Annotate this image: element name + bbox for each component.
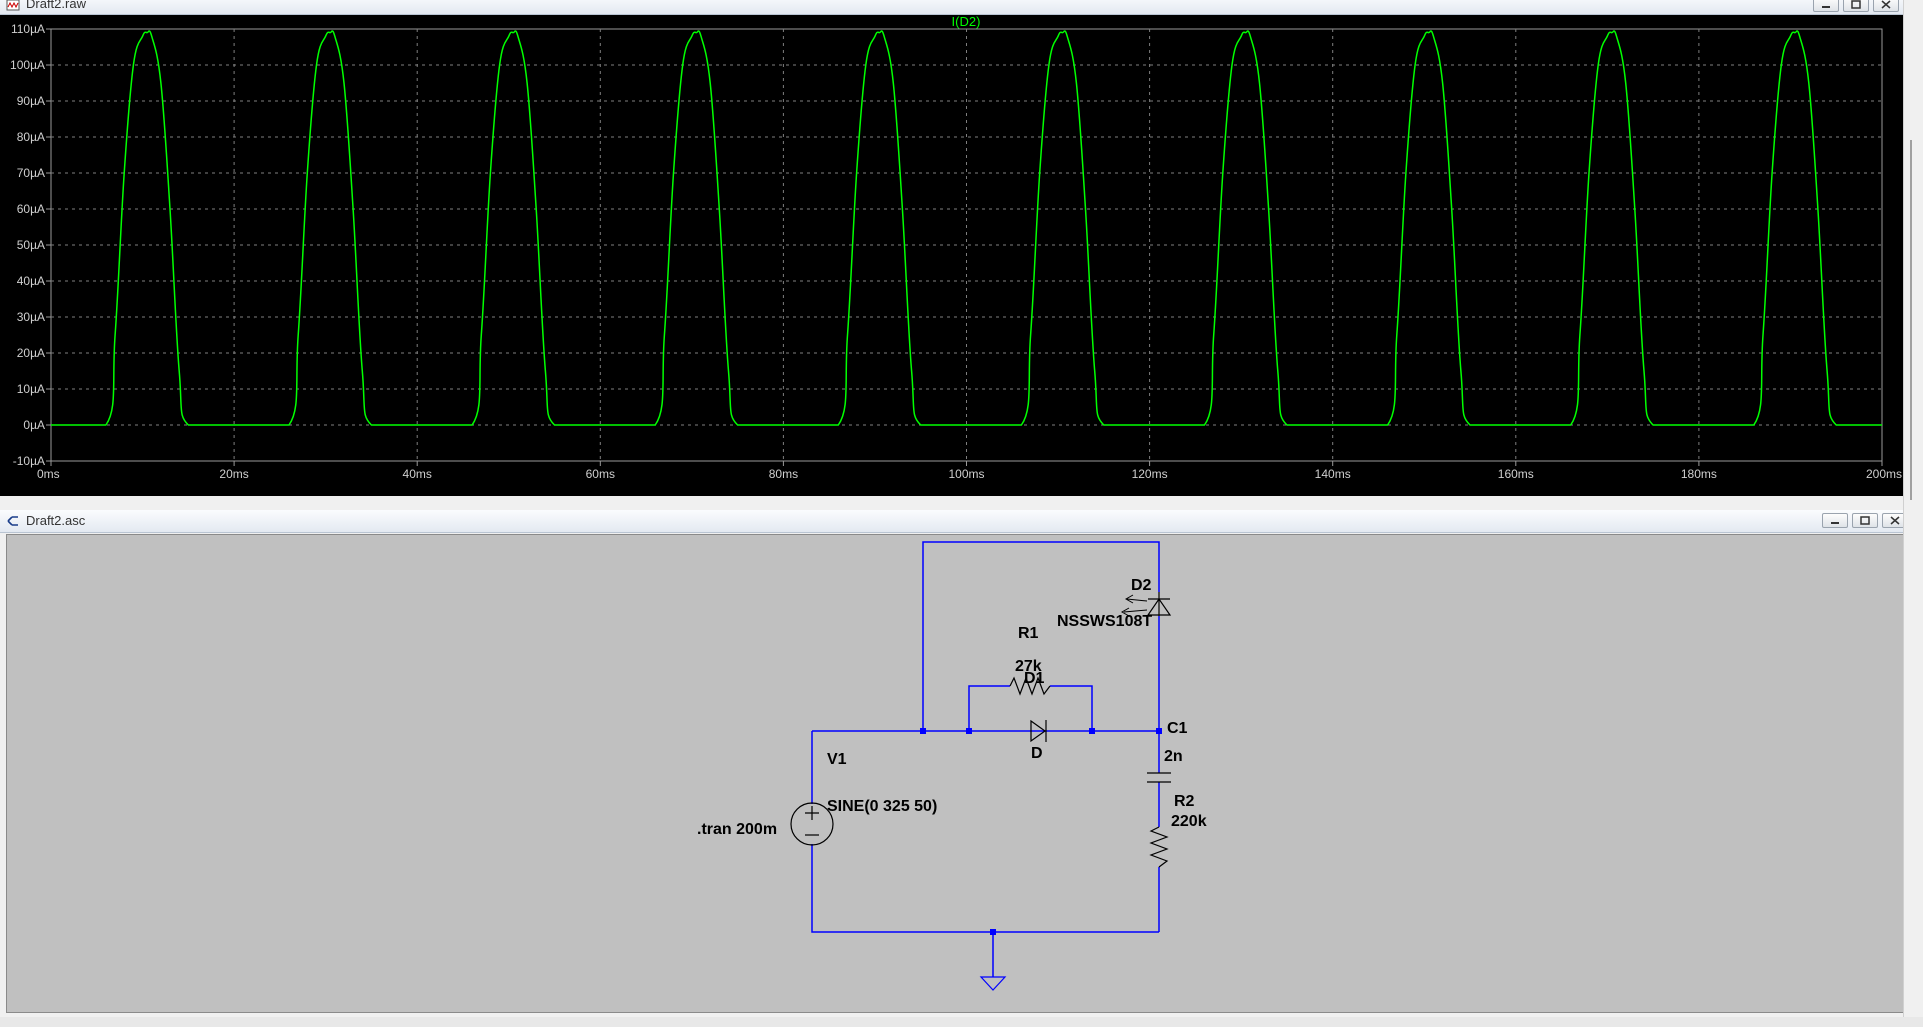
x-tick-label: 140ms — [1315, 467, 1351, 481]
junction-dot — [1156, 728, 1162, 734]
minimize-icon — [1822, 6, 1830, 8]
main-frame-bottom-edge — [0, 1017, 1923, 1027]
d1-name-label[interactable]: D1 — [1024, 670, 1045, 687]
close-button[interactable] — [1882, 513, 1908, 528]
c1-capacitor-symbol[interactable] — [1147, 772, 1171, 783]
schematic-window-title: Draft2.asc — [26, 513, 86, 528]
r1-name-label[interactable]: R1 — [1018, 625, 1039, 642]
r2-resistor-symbol[interactable] — [1149, 826, 1169, 868]
waveform-plot[interactable]: 110µA 100µA 90µA 80µA 70µA 60µA 50µA 40µA 30µA 20… — [0, 14, 1903, 496]
v1-source-symbol[interactable] — [790, 802, 834, 846]
junctions — [920, 728, 1162, 935]
restore-icon — [1851, 0, 1861, 9]
close-button[interactable] — [1873, 0, 1899, 12]
c1-name-label[interactable]: C1 — [1167, 720, 1188, 737]
x-axis-ticks: 0ms 20ms 40ms 60ms 80ms 100ms 120ms 140ms 160ms 1… — [37, 461, 1902, 481]
plot-grid — [51, 29, 1882, 461]
tran-directive[interactable]: .tran 200m — [697, 821, 778, 838]
y-tick-label: 60µA — [17, 202, 45, 216]
trace-label[interactable]: I(D2) — [952, 14, 981, 29]
wires — [811, 541, 1160, 977]
x-tick-label: 180ms — [1681, 467, 1717, 481]
minimize-button[interactable] — [1822, 513, 1848, 528]
minimize-icon — [1831, 522, 1839, 524]
d2-diode-symbol[interactable] — [1120, 592, 1172, 617]
x-tick-label: 20ms — [219, 467, 248, 481]
junction-dot — [990, 929, 996, 935]
x-tick-label: 40ms — [403, 467, 432, 481]
splitter-grip[interactable] — [1910, 140, 1912, 500]
schematic-drawing[interactable] — [7, 535, 1904, 1012]
x-tick-label: 120ms — [1132, 467, 1168, 481]
trace-i-d2 — [50, 30, 1882, 426]
y-tick-label: -10µA — [13, 454, 45, 468]
y-tick-label: 50µA — [17, 238, 45, 252]
y-tick-label: 30µA — [17, 310, 45, 324]
close-icon — [1890, 516, 1900, 525]
waveform-window-title: Draft2.raw — [26, 0, 86, 11]
main-frame-right-edge — [1903, 0, 1923, 1027]
x-tick-label: 100ms — [948, 467, 984, 481]
x-tick-label: 160ms — [1498, 467, 1534, 481]
restore-button[interactable] — [1852, 513, 1878, 528]
ground-symbol[interactable] — [979, 976, 1007, 991]
y-tick-label: 10µA — [17, 382, 45, 396]
y-tick-label: 90µA — [17, 94, 45, 108]
x-tick-label: 0ms — [37, 467, 60, 481]
schematic-canvas[interactable]: D2 NSSWS108T R1 27k D1 D C1 2n R2 220k V… — [6, 534, 1905, 1013]
v1-name-label[interactable]: V1 — [827, 751, 847, 768]
y-tick-label: 110µA — [11, 22, 45, 36]
close-icon — [1881, 0, 1891, 9]
y-tick-label: 0µA — [23, 418, 45, 432]
d2-name-label[interactable]: D2 — [1131, 577, 1152, 594]
r1-value-label[interactable]: 27k — [1015, 658, 1042, 675]
r2-value-label[interactable]: 220k — [1171, 813, 1207, 830]
waveform-titlebar[interactable]: Draft2.raw — [0, 0, 1903, 15]
y-tick-label: 40µA — [17, 274, 45, 288]
d2-value-label[interactable]: NSSWS108T — [1057, 613, 1153, 630]
x-tick-label: 60ms — [586, 467, 615, 481]
wire-bottom[interactable] — [811, 844, 1159, 933]
schematic-titlebar[interactable]: Draft2.asc — [0, 510, 1912, 533]
wire-r1-right[interactable] — [1050, 685, 1093, 731]
wire-r1-left[interactable] — [968, 685, 1010, 731]
components — [790, 592, 1172, 991]
y-tick-label: 100µA — [10, 58, 45, 72]
schematic-window[interactable]: Draft2.asc — [0, 510, 1912, 1017]
d1-diode-symbol[interactable] — [1030, 719, 1047, 743]
waveform-document-icon — [6, 0, 20, 11]
y-axis-ticks: 110µA 100µA 90µA 80µA 70µA 60µA 50µA 40µA 30µA 20… — [10, 22, 51, 468]
y-tick-label: 20µA — [17, 346, 45, 360]
restore-icon — [1860, 516, 1870, 525]
schematic-document-icon — [7, 516, 18, 526]
v1-value-label[interactable]: SINE(0 325 50) — [827, 798, 938, 815]
x-tick-label: 200ms — [1866, 467, 1902, 481]
r1-resistor-symbol[interactable] — [1009, 676, 1051, 696]
waveform-window[interactable]: Draft2.raw 110µA 100µA 90µA 80µA 70µA 60µA 50µ… — [0, 0, 1903, 496]
junction-dot — [920, 728, 926, 734]
y-tick-label: 80µA — [17, 130, 45, 144]
d1-value-label[interactable]: D — [1031, 745, 1043, 762]
junction-dot — [966, 728, 972, 734]
wire-top-loop[interactable] — [922, 541, 1160, 731]
minimize-button[interactable] — [1813, 0, 1839, 12]
y-tick-label: 70µA — [17, 166, 45, 180]
r2-name-label[interactable]: R2 — [1174, 793, 1195, 810]
c1-value-label[interactable]: 2n — [1164, 748, 1183, 765]
junction-dot — [1089, 728, 1095, 734]
x-tick-label: 80ms — [769, 467, 798, 481]
restore-button[interactable] — [1843, 0, 1869, 12]
